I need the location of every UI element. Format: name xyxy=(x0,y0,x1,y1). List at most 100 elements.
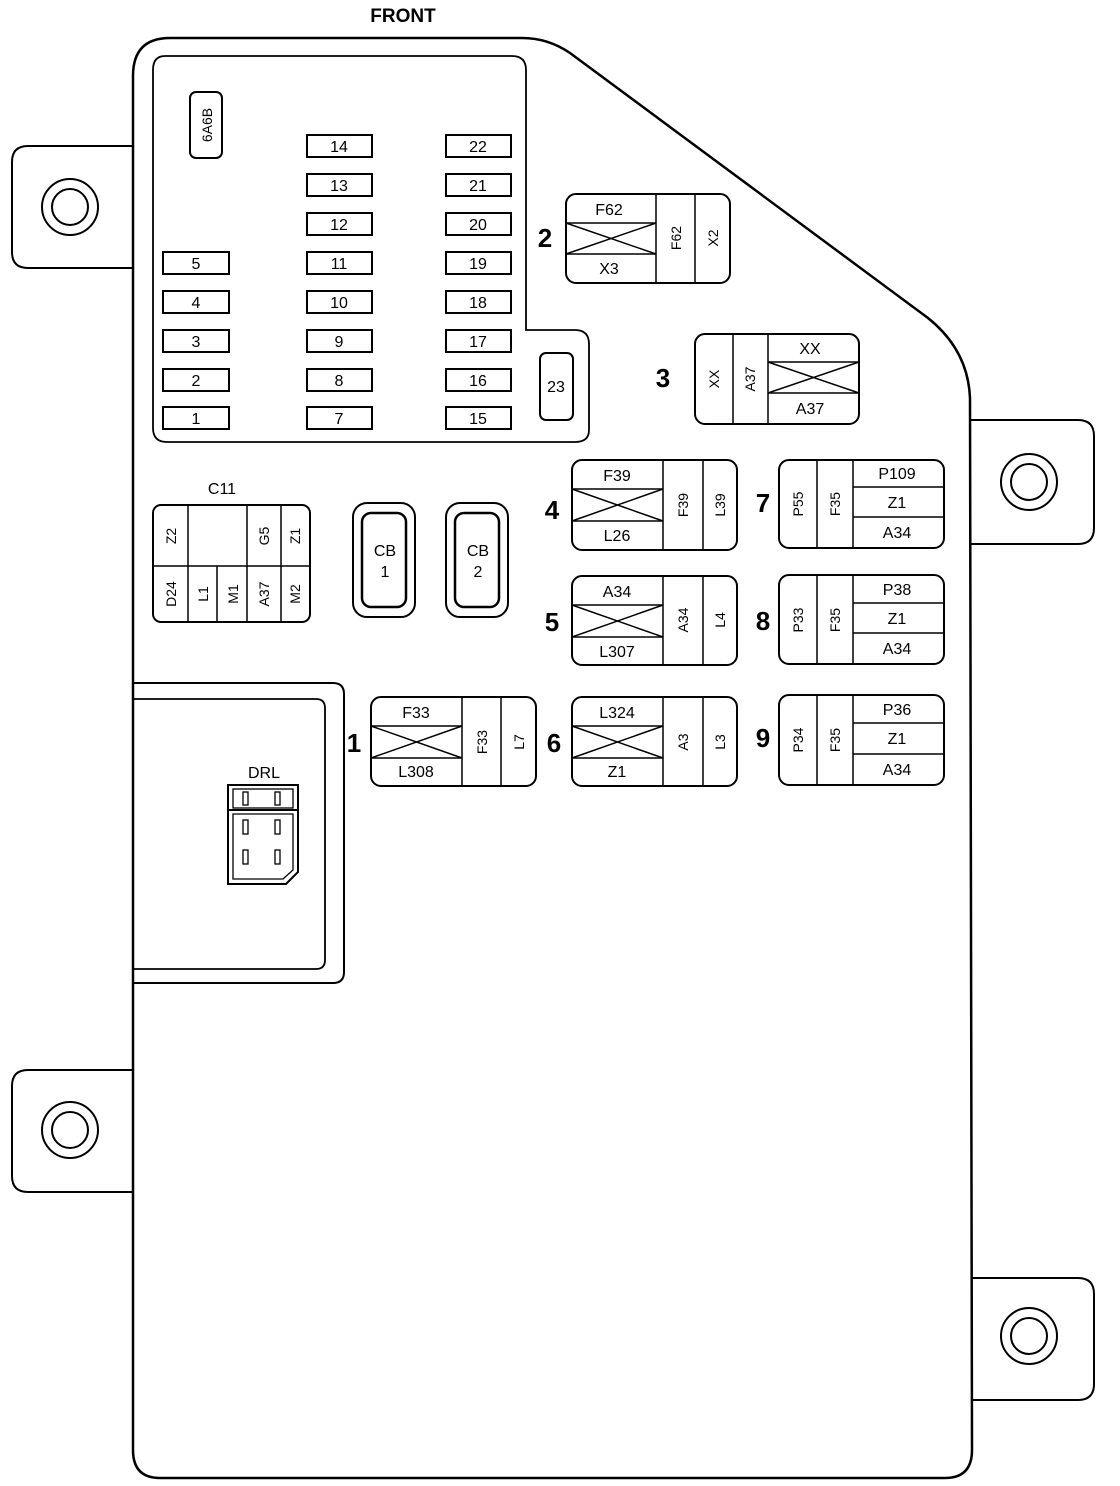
fuse-2[interactable] xyxy=(162,368,230,392)
fuse-12[interactable] xyxy=(306,212,373,236)
relay-7-h2: Z1 xyxy=(888,495,907,512)
c11-connector[interactable]: C11 Z2 G5 Z1 D24 L1 M1 A37 M2 xyxy=(152,481,311,623)
fuse-15[interactable] xyxy=(445,406,512,430)
relay-7[interactable]: 7 P55 F35 P109 Z1 A34 xyxy=(756,459,945,549)
fuse-label: 17 xyxy=(469,334,487,351)
relay-1[interactable]: 1 F33 L308 F33 L7 xyxy=(347,696,537,787)
fuse-14[interactable] xyxy=(306,134,373,158)
relay-4-v2: L39 xyxy=(712,493,728,517)
relay-4-bottom: L26 xyxy=(604,528,631,545)
relay-6-top: L324 xyxy=(599,705,635,722)
fuse-23-label: 23 xyxy=(547,379,565,396)
relay-3[interactable]: 3 XX A37 XX A37 xyxy=(656,333,860,425)
fuse-label: 22 xyxy=(469,139,487,156)
cb2-line1: CB xyxy=(467,543,489,560)
fuse-9[interactable] xyxy=(306,329,373,353)
fuse-label: 11 xyxy=(331,256,348,273)
relay-5[interactable]: 5 A34 L307 A34 L4 xyxy=(545,575,738,666)
fuse-19[interactable] xyxy=(445,251,512,275)
fuse-label: 3 xyxy=(192,334,201,351)
fuse-1[interactable] xyxy=(162,406,230,430)
c11-pin-z2: Z2 xyxy=(163,528,179,545)
fuse-label: 16 xyxy=(469,373,487,390)
circuit-breaker-1[interactable]: CB 1 xyxy=(352,502,416,618)
fuse-22[interactable] xyxy=(445,134,512,158)
drl-module-area xyxy=(133,682,345,984)
relay-9-v2: F35 xyxy=(827,728,843,752)
fuse-label: 5 xyxy=(192,256,201,273)
relay-2-top: F62 xyxy=(595,202,623,219)
circuit-breaker-2[interactable]: CB 2 xyxy=(445,502,509,618)
mounting-tab-bottom-left xyxy=(11,1069,133,1193)
fuse-label: 13 xyxy=(330,178,348,195)
relay-3-top: XX xyxy=(799,341,821,358)
fuse-label: 4 xyxy=(192,295,201,312)
relay-4[interactable]: 4 F39 L26 F39 L39 xyxy=(545,459,738,551)
fuse-21[interactable] xyxy=(445,173,512,197)
relay-9-h3: A34 xyxy=(883,762,912,779)
fuse-label: 9 xyxy=(335,334,344,351)
relay-7-h1: P109 xyxy=(878,466,915,483)
relay-5-top: A34 xyxy=(603,584,632,601)
relay-5-bottom: L307 xyxy=(599,644,635,661)
c11-pin-m2: M2 xyxy=(287,584,303,604)
relay-5-number: 5 xyxy=(545,607,559,637)
fuse-label: 10 xyxy=(330,295,348,312)
fuse-7[interactable] xyxy=(306,406,373,430)
c11-pin-m1: M1 xyxy=(225,584,241,604)
relay-1-top: F33 xyxy=(402,705,430,722)
fuse-5[interactable] xyxy=(162,251,230,275)
fuse-11[interactable] xyxy=(306,251,373,275)
relay-2[interactable]: 2 F62 X3 F62 X2 xyxy=(538,193,731,284)
fuse-label: 7 xyxy=(335,411,344,428)
relay-1-v2: L7 xyxy=(511,734,527,750)
fuse-23[interactable]: 23 xyxy=(539,352,574,421)
c11-pin-d24: D24 xyxy=(163,581,179,607)
fuse-label: 19 xyxy=(469,256,487,273)
relay-3-v1: XX xyxy=(706,369,722,388)
relay-6-v2: L3 xyxy=(712,734,728,750)
relay-6-bottom: Z1 xyxy=(608,764,627,781)
mounting-tab-top-left xyxy=(11,145,133,269)
mounting-tab-right-upper xyxy=(971,419,1095,545)
drl-relay[interactable]: DRL xyxy=(227,765,299,885)
relay-4-v1: F39 xyxy=(675,493,691,517)
mounting-tab-right-lower xyxy=(971,1277,1095,1401)
relay-7-v2: F35 xyxy=(827,492,843,516)
fuse-10[interactable] xyxy=(306,290,373,314)
fuse-6a6b[interactable]: 6A6B xyxy=(189,91,223,159)
fuse-3[interactable] xyxy=(162,329,230,353)
relay-7-number: 7 xyxy=(756,488,770,518)
fuse-20[interactable] xyxy=(445,212,512,236)
fuse-8[interactable] xyxy=(306,368,373,392)
relay-2-bottom: X3 xyxy=(599,261,619,278)
relay-9[interactable]: 9 P34 F35 P36 Z1 A34 xyxy=(756,694,945,786)
fuse-17[interactable] xyxy=(445,329,512,353)
c11-pin-a37: A37 xyxy=(256,581,272,606)
fuse-label: 1 xyxy=(192,411,201,428)
relay-3-number: 3 xyxy=(656,363,670,393)
relay-5-v1: A34 xyxy=(675,607,691,632)
front-title: FRONT xyxy=(370,6,436,27)
fuse-column-3: 22 21 20 19 18 17 16 15 xyxy=(445,134,512,430)
relay-8[interactable]: 8 P33 F35 P38 Z1 A34 xyxy=(756,574,945,665)
relay-9-number: 9 xyxy=(756,723,770,753)
fuse-18[interactable] xyxy=(445,290,512,314)
relay-2-number: 2 xyxy=(538,223,552,253)
relay-2-v2: X2 xyxy=(705,229,721,246)
fuse-4[interactable] xyxy=(162,290,230,314)
fuse-column-2: 14 13 12 11 10 9 8 7 xyxy=(306,134,373,430)
c11-pin-g5: G5 xyxy=(256,526,272,545)
fuse-13[interactable] xyxy=(306,173,373,197)
relay-1-v1: F33 xyxy=(474,730,490,754)
relay-2-v1: F62 xyxy=(668,226,684,250)
fuse-16[interactable] xyxy=(445,368,512,392)
fuse-6a6b-label: 6A6B xyxy=(199,108,215,142)
relay-6-v1: A3 xyxy=(675,733,691,750)
relay-8-v1: P33 xyxy=(790,607,806,632)
relay-8-number: 8 xyxy=(756,606,770,636)
relay-3-bottom: A37 xyxy=(796,401,825,418)
relay-6[interactable]: 6 L324 Z1 A3 L3 xyxy=(547,696,738,787)
relay-9-h2: Z1 xyxy=(888,731,907,748)
